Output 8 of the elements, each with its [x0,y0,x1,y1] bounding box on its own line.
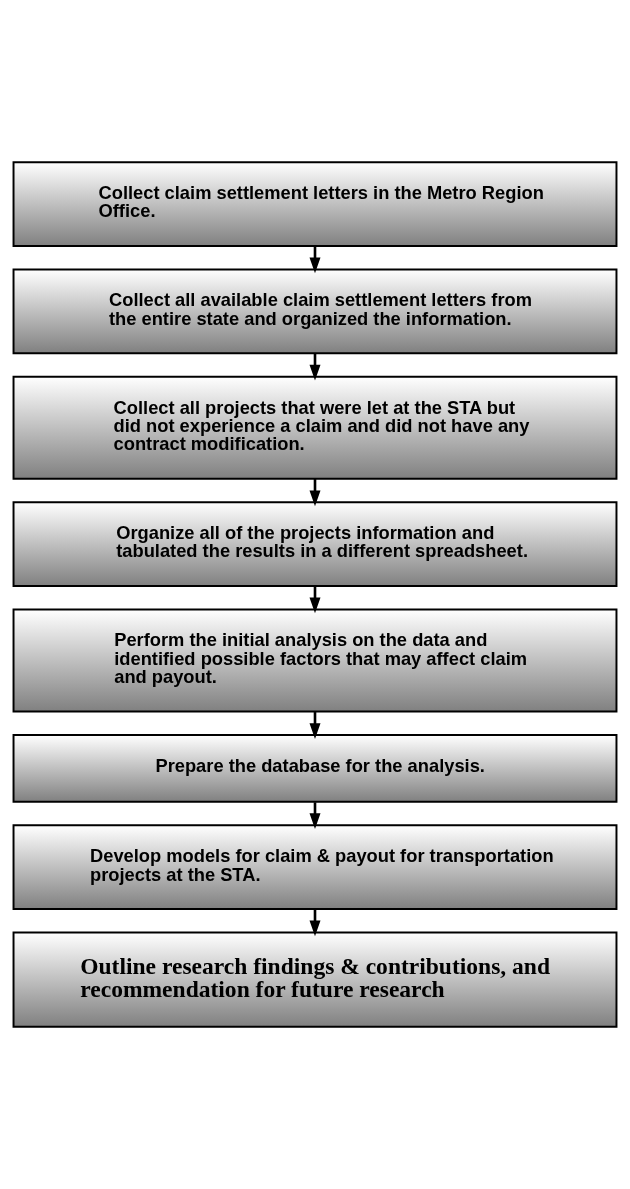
node-box: Outline research findings & contributions, and recommendation for future research [12,931,618,1028]
node-box: Develop models for claim & payout for transportation projects at the STA. [12,824,618,911]
node-box: Prepare the database for the analysis. [12,734,618,803]
node-box: Collect all available claim settlement letters from the entire state and organized the information. [12,268,618,355]
node-box: Collect claim settlement letters in the Metro Region Office. [12,161,618,247]
node-box: Collect all projects that were let at the STA but did not experience a claim and did not have any contract modification. [12,375,618,480]
node-box: Perform the initial analysis on the data and identified possible factors that may affect claim and payout. [12,608,618,713]
node-box: Organize all of the projects information and tabulated the results in a different spreadsheet. [12,501,618,587]
